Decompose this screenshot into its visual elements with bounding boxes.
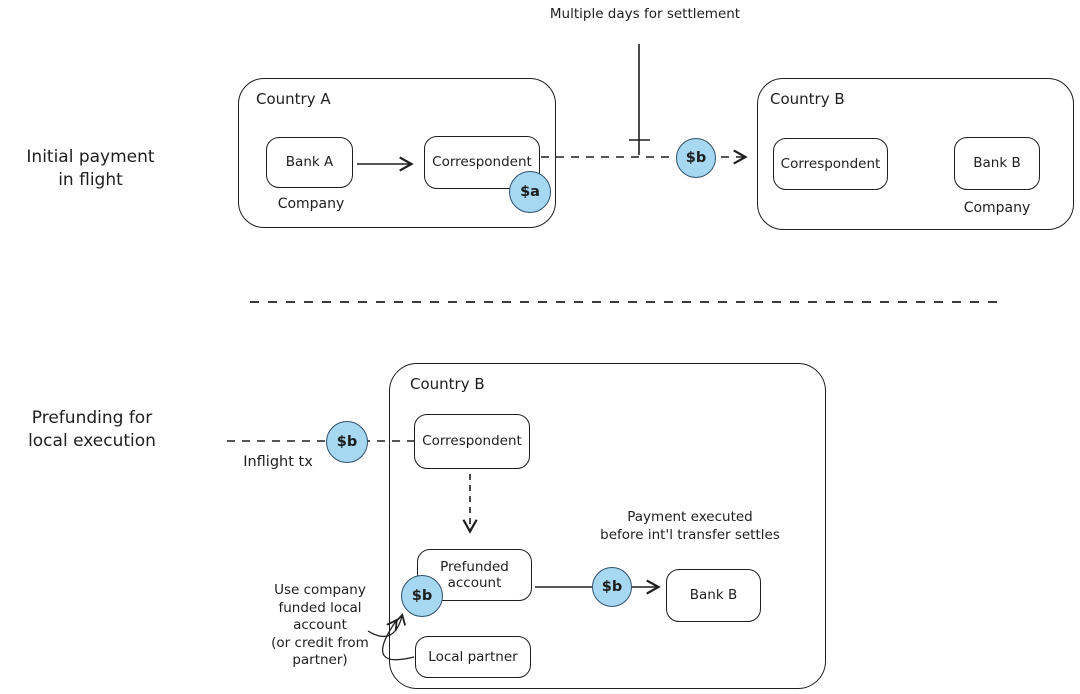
country-a-title: Country A — [256, 90, 331, 108]
token-b-inflight-bottom-label: $b — [336, 434, 358, 450]
local-partner-box: Local partner — [415, 636, 531, 678]
local-partner-label: Local partner — [428, 648, 518, 665]
funding-note-line3: account — [293, 617, 347, 634]
bank-b-bottom-box: Bank B — [666, 569, 761, 622]
correspondent-b-bottom-box: Correspondent — [414, 414, 530, 469]
country-a-box — [238, 78, 556, 228]
settlement-note: Multiple days for settlement — [549, 6, 741, 22]
token-b-prefunded-label: $b — [411, 588, 433, 604]
execution-note-line2: before int'l transfer settles — [600, 526, 780, 543]
bank-b-top-label: Bank B — [973, 155, 1021, 172]
prefunded-account-label-line1: Prefunded — [440, 558, 509, 575]
funding-note-line5: partner) — [292, 652, 348, 669]
execution-note: Payment executed before int'l transfer s… — [570, 509, 810, 544]
token-b-prefunded: $b — [401, 575, 443, 617]
correspondent-b-top-box: Correspondent — [773, 138, 888, 190]
section-label-initial-payment: Initial payment in flight — [8, 146, 173, 192]
funding-note-line4: (or credit from — [271, 634, 369, 651]
section-label-initial-payment-line2: in flight — [58, 169, 123, 190]
country-b-bottom-title: Country B — [410, 375, 485, 393]
country-b-top-title: Country B — [770, 90, 845, 108]
funding-note-arrow-2 — [381, 618, 415, 661]
bank-a-label: Bank A — [285, 154, 334, 171]
bank-a-box: Bank A — [266, 137, 353, 188]
correspondent-a-label: Correspondent — [432, 154, 532, 171]
correspondent-b-top-label: Correspondent — [780, 155, 881, 172]
section-label-prefunding: Prefunding for local execution — [3, 407, 181, 453]
section-label-initial-payment-line1: Initial payment — [26, 147, 155, 167]
company-a-label: Company — [277, 196, 345, 212]
funding-note-line1: Use company — [274, 582, 366, 598]
company-b-label: Company — [963, 200, 1031, 216]
token-a-label: $a — [520, 184, 540, 200]
bank-b-top-box: Bank B — [954, 137, 1040, 190]
country-b-bottom-box — [389, 363, 826, 689]
funding-note: Use company funded local account (or cre… — [250, 582, 390, 670]
token-b-inflight-top: $b — [676, 138, 716, 178]
token-b-transfer: $b — [592, 567, 632, 607]
country-b-top-box — [757, 78, 1074, 230]
token-b-inflight-bottom: $b — [326, 421, 368, 463]
execution-note-line1: Payment executed — [627, 509, 753, 525]
token-b-inflight-top-label: $b — [685, 150, 707, 166]
inflight-tx-label: Inflight tx — [243, 454, 313, 470]
bank-b-bottom-label: Bank B — [689, 587, 738, 604]
funding-note-line2: funded local — [278, 599, 362, 616]
token-b-transfer-label: $b — [601, 579, 623, 595]
correspondent-b-bottom-label: Correspondent — [422, 433, 522, 450]
prefunded-account-label-line2: account — [447, 575, 502, 591]
section-label-prefunding-line2: local execution — [28, 430, 156, 451]
token-a: $a — [509, 171, 551, 213]
section-label-prefunding-line1: Prefunding for — [31, 408, 153, 428]
